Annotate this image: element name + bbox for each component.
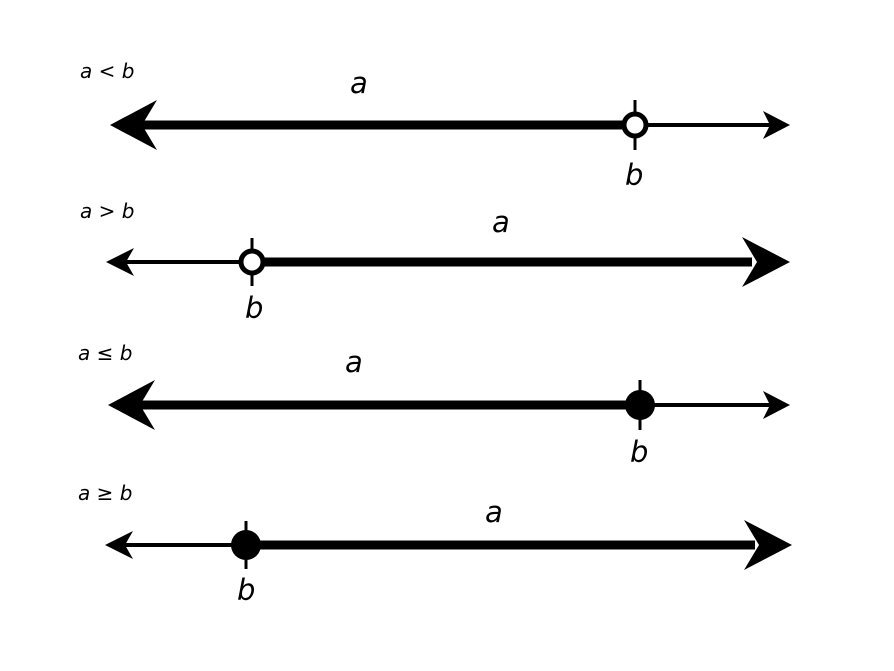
- arrow-left-icon: [105, 531, 133, 559]
- a-label: a: [485, 495, 503, 529]
- open-endpoint: [621, 111, 649, 139]
- number-line-row-4: a ≥ b a b: [78, 481, 792, 607]
- condition-label: a ≥ b: [78, 481, 132, 505]
- arrow-right-icon: [763, 391, 790, 419]
- a-label: a: [345, 345, 363, 379]
- closed-endpoint: [231, 530, 261, 560]
- condition-label: a < b: [80, 59, 134, 83]
- a-label: a: [492, 205, 510, 239]
- number-line-row-1: a < b a b: [80, 59, 790, 192]
- arrow-right-icon: [742, 237, 790, 287]
- arrow-left-icon: [110, 100, 157, 150]
- closed-endpoint: [625, 390, 655, 420]
- condition-label: a > b: [80, 199, 134, 223]
- a-label: a: [350, 66, 368, 100]
- condition-label: a ≤ b: [78, 341, 132, 365]
- b-label: b: [237, 573, 255, 607]
- b-label: b: [625, 158, 643, 192]
- b-label: b: [245, 291, 263, 325]
- arrow-right-icon: [744, 520, 792, 570]
- open-endpoint: [238, 248, 266, 276]
- arrow-left-icon: [108, 380, 155, 430]
- arrow-right-icon: [763, 111, 790, 139]
- number-line-row-2: a > b a b: [80, 199, 790, 325]
- b-label: b: [630, 435, 648, 469]
- number-line-row-3: a ≤ b a b: [78, 341, 790, 469]
- arrow-left-icon: [106, 248, 134, 276]
